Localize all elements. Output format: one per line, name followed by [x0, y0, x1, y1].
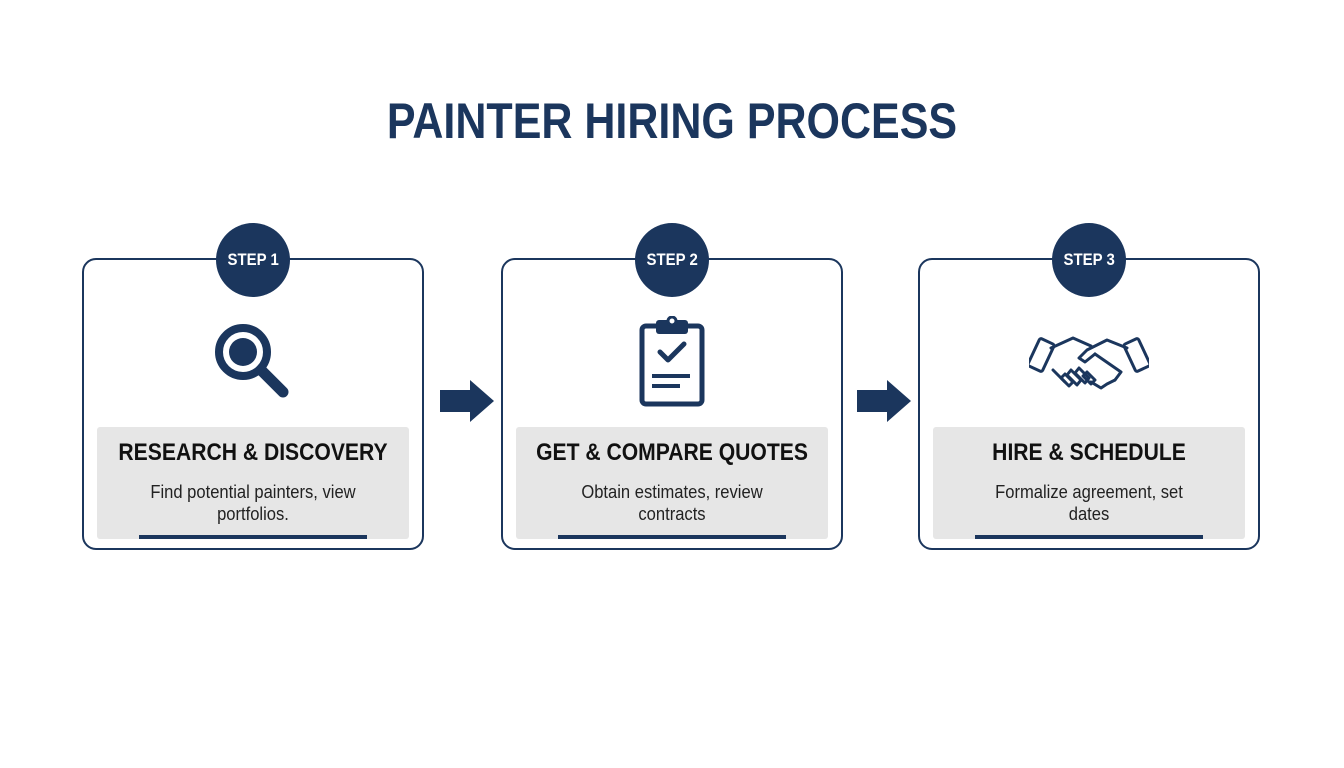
- step-badge-label: STEP 2: [646, 250, 698, 269]
- handshake-icon: [920, 316, 1258, 412]
- step-heading: GET & COMPARE QUOTES: [536, 439, 808, 466]
- step-text-panel: HIRE & SCHEDULE Formalize agreement, set…: [933, 427, 1245, 539]
- step-badge: STEP 1: [216, 223, 290, 297]
- arrow-right-icon: [857, 380, 911, 422]
- step-underline: [139, 535, 367, 539]
- step-badge-label: STEP 3: [1063, 250, 1115, 269]
- step-card-quotes: STEP 2 GET & COMPARE QUOTES Obtain estim…: [501, 223, 843, 550]
- magnifying-glass-icon: [84, 316, 422, 412]
- step-description: Obtain estimates, review contracts: [581, 482, 763, 524]
- step-underline: [558, 535, 786, 539]
- step-underline: [975, 535, 1203, 539]
- page-title: PAINTER HIRING PROCESS: [386, 93, 958, 149]
- step-card-research: STEP 1 RESEARCH & DISCOVERY Find potenti…: [82, 223, 424, 550]
- step-badge: STEP 2: [635, 223, 709, 297]
- step-card-hire: STEP 3 HIRE & SC: [918, 223, 1260, 550]
- clipboard-check-icon: [503, 316, 841, 412]
- step-text-panel: GET & COMPARE QUOTES Obtain estimates, r…: [516, 427, 828, 539]
- step-description: Find potential painters, view portfolios…: [150, 482, 356, 524]
- step-badge: STEP 3: [1052, 223, 1126, 297]
- step-text-panel: RESEARCH & DISCOVERY Find potential pain…: [97, 427, 409, 539]
- step-heading: RESEARCH & DISCOVERY: [118, 439, 388, 466]
- step-badge-label: STEP 1: [227, 250, 279, 269]
- step-description: Formalize agreement, set dates: [995, 482, 1183, 524]
- step-heading: HIRE & SCHEDULE: [992, 439, 1186, 466]
- arrow-right-icon: [440, 380, 494, 422]
